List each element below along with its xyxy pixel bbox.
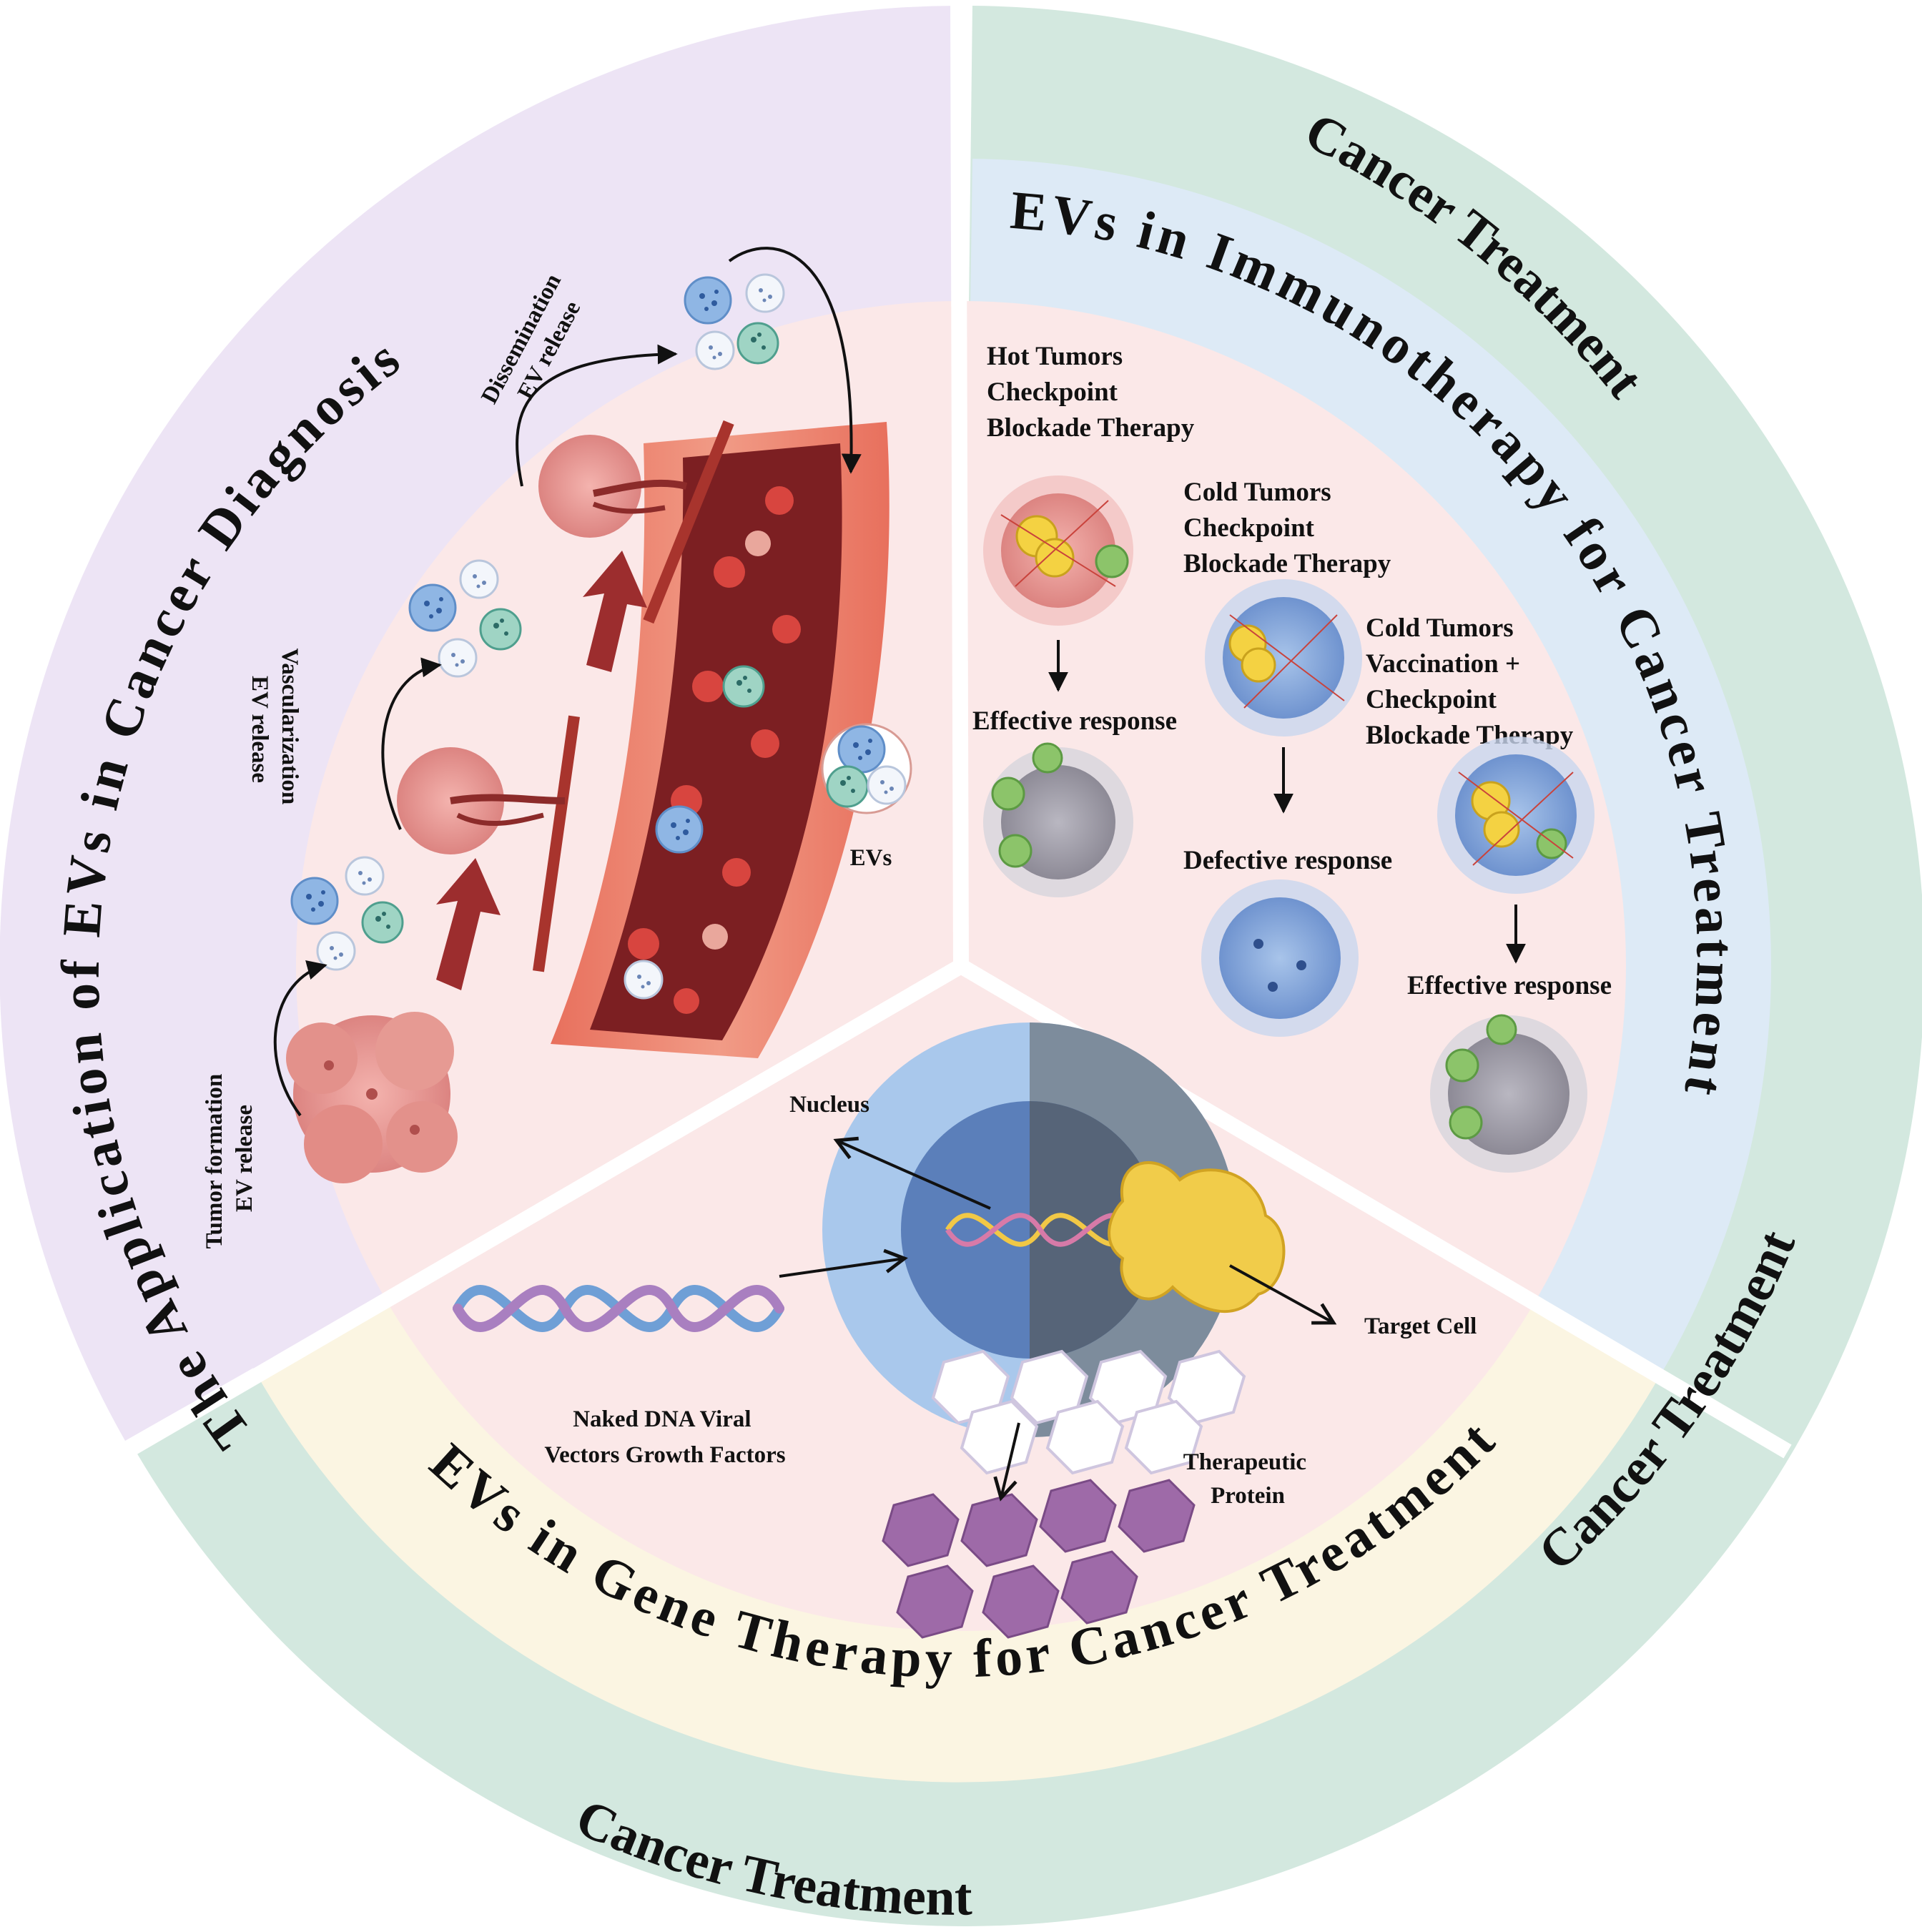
tumor-vascularized — [397, 747, 566, 854]
blood-cells — [624, 486, 801, 1014]
tumor-primary — [286, 1012, 458, 1183]
hot-response-tumor — [983, 742, 1133, 897]
therapeutic-protein-cluster — [882, 1479, 1196, 1639]
progression-arrows — [436, 551, 647, 990]
nucleus-shaded — [1030, 1101, 1158, 1359]
hot-tumor — [983, 475, 1133, 626]
nucleus-label: Nucleus — [789, 1092, 869, 1118]
dna-helix — [453, 1285, 784, 1332]
immunotherapy-illustration: Hot Tumors Checkpoint Blockade Therapy E… — [972, 342, 1612, 1173]
vessel-wall-upper — [643, 420, 734, 624]
blood-vessel-lumen — [590, 443, 842, 1040]
hot-tumor-label: Hot Tumors Checkpoint Blockade Therapy — [987, 342, 1195, 443]
diagnosis-illustration: Tumor formation EV release Vascularizati… — [202, 247, 912, 1249]
cold-tumor-2-label: Cold Tumors Vaccination + Checkpoint Blo… — [1366, 613, 1574, 750]
ev-legend-label: EVs — [850, 845, 892, 871]
cold-1-response-label: Defective response — [1183, 846, 1392, 875]
dna-in-nucleus — [945, 1213, 1135, 1247]
cold-2-response-label: Effective response — [1407, 971, 1612, 1000]
hot-response-label: Effective response — [972, 706, 1177, 736]
step-vascularization: Vascularization EV release — [247, 648, 302, 810]
gene-arrows — [779, 1136, 1337, 1502]
target-protein — [1108, 1161, 1286, 1314]
target-cell-label: Target Cell — [1364, 1314, 1477, 1339]
tumor-disseminating — [538, 435, 688, 538]
cold-2-response-tumor — [1430, 1014, 1587, 1173]
cold-tumor-2 — [1437, 736, 1595, 894]
gene-illustration: Nucleus Target Cell Naked DNA Viral Vect… — [453, 1022, 1477, 1639]
therapeutic-protein-label: Therapeutic Protein — [1183, 1449, 1313, 1509]
step-tumor-formation: Tumor formation EV release — [202, 1068, 257, 1248]
cold-tumor-1-label: Cold Tumors Checkpoint Blockade Therapy — [1183, 478, 1391, 578]
cold-1-response-tumor — [1201, 879, 1359, 1037]
ev-legend: EVs — [821, 723, 912, 871]
membrane-blocks — [931, 1349, 1246, 1475]
dna-label: Naked DNA Viral Vectors Growth Factors — [544, 1406, 785, 1468]
flow-arrows — [273, 247, 862, 1117]
cold-tumor-1 — [1205, 579, 1362, 736]
vessel-wall-lower — [533, 715, 580, 972]
